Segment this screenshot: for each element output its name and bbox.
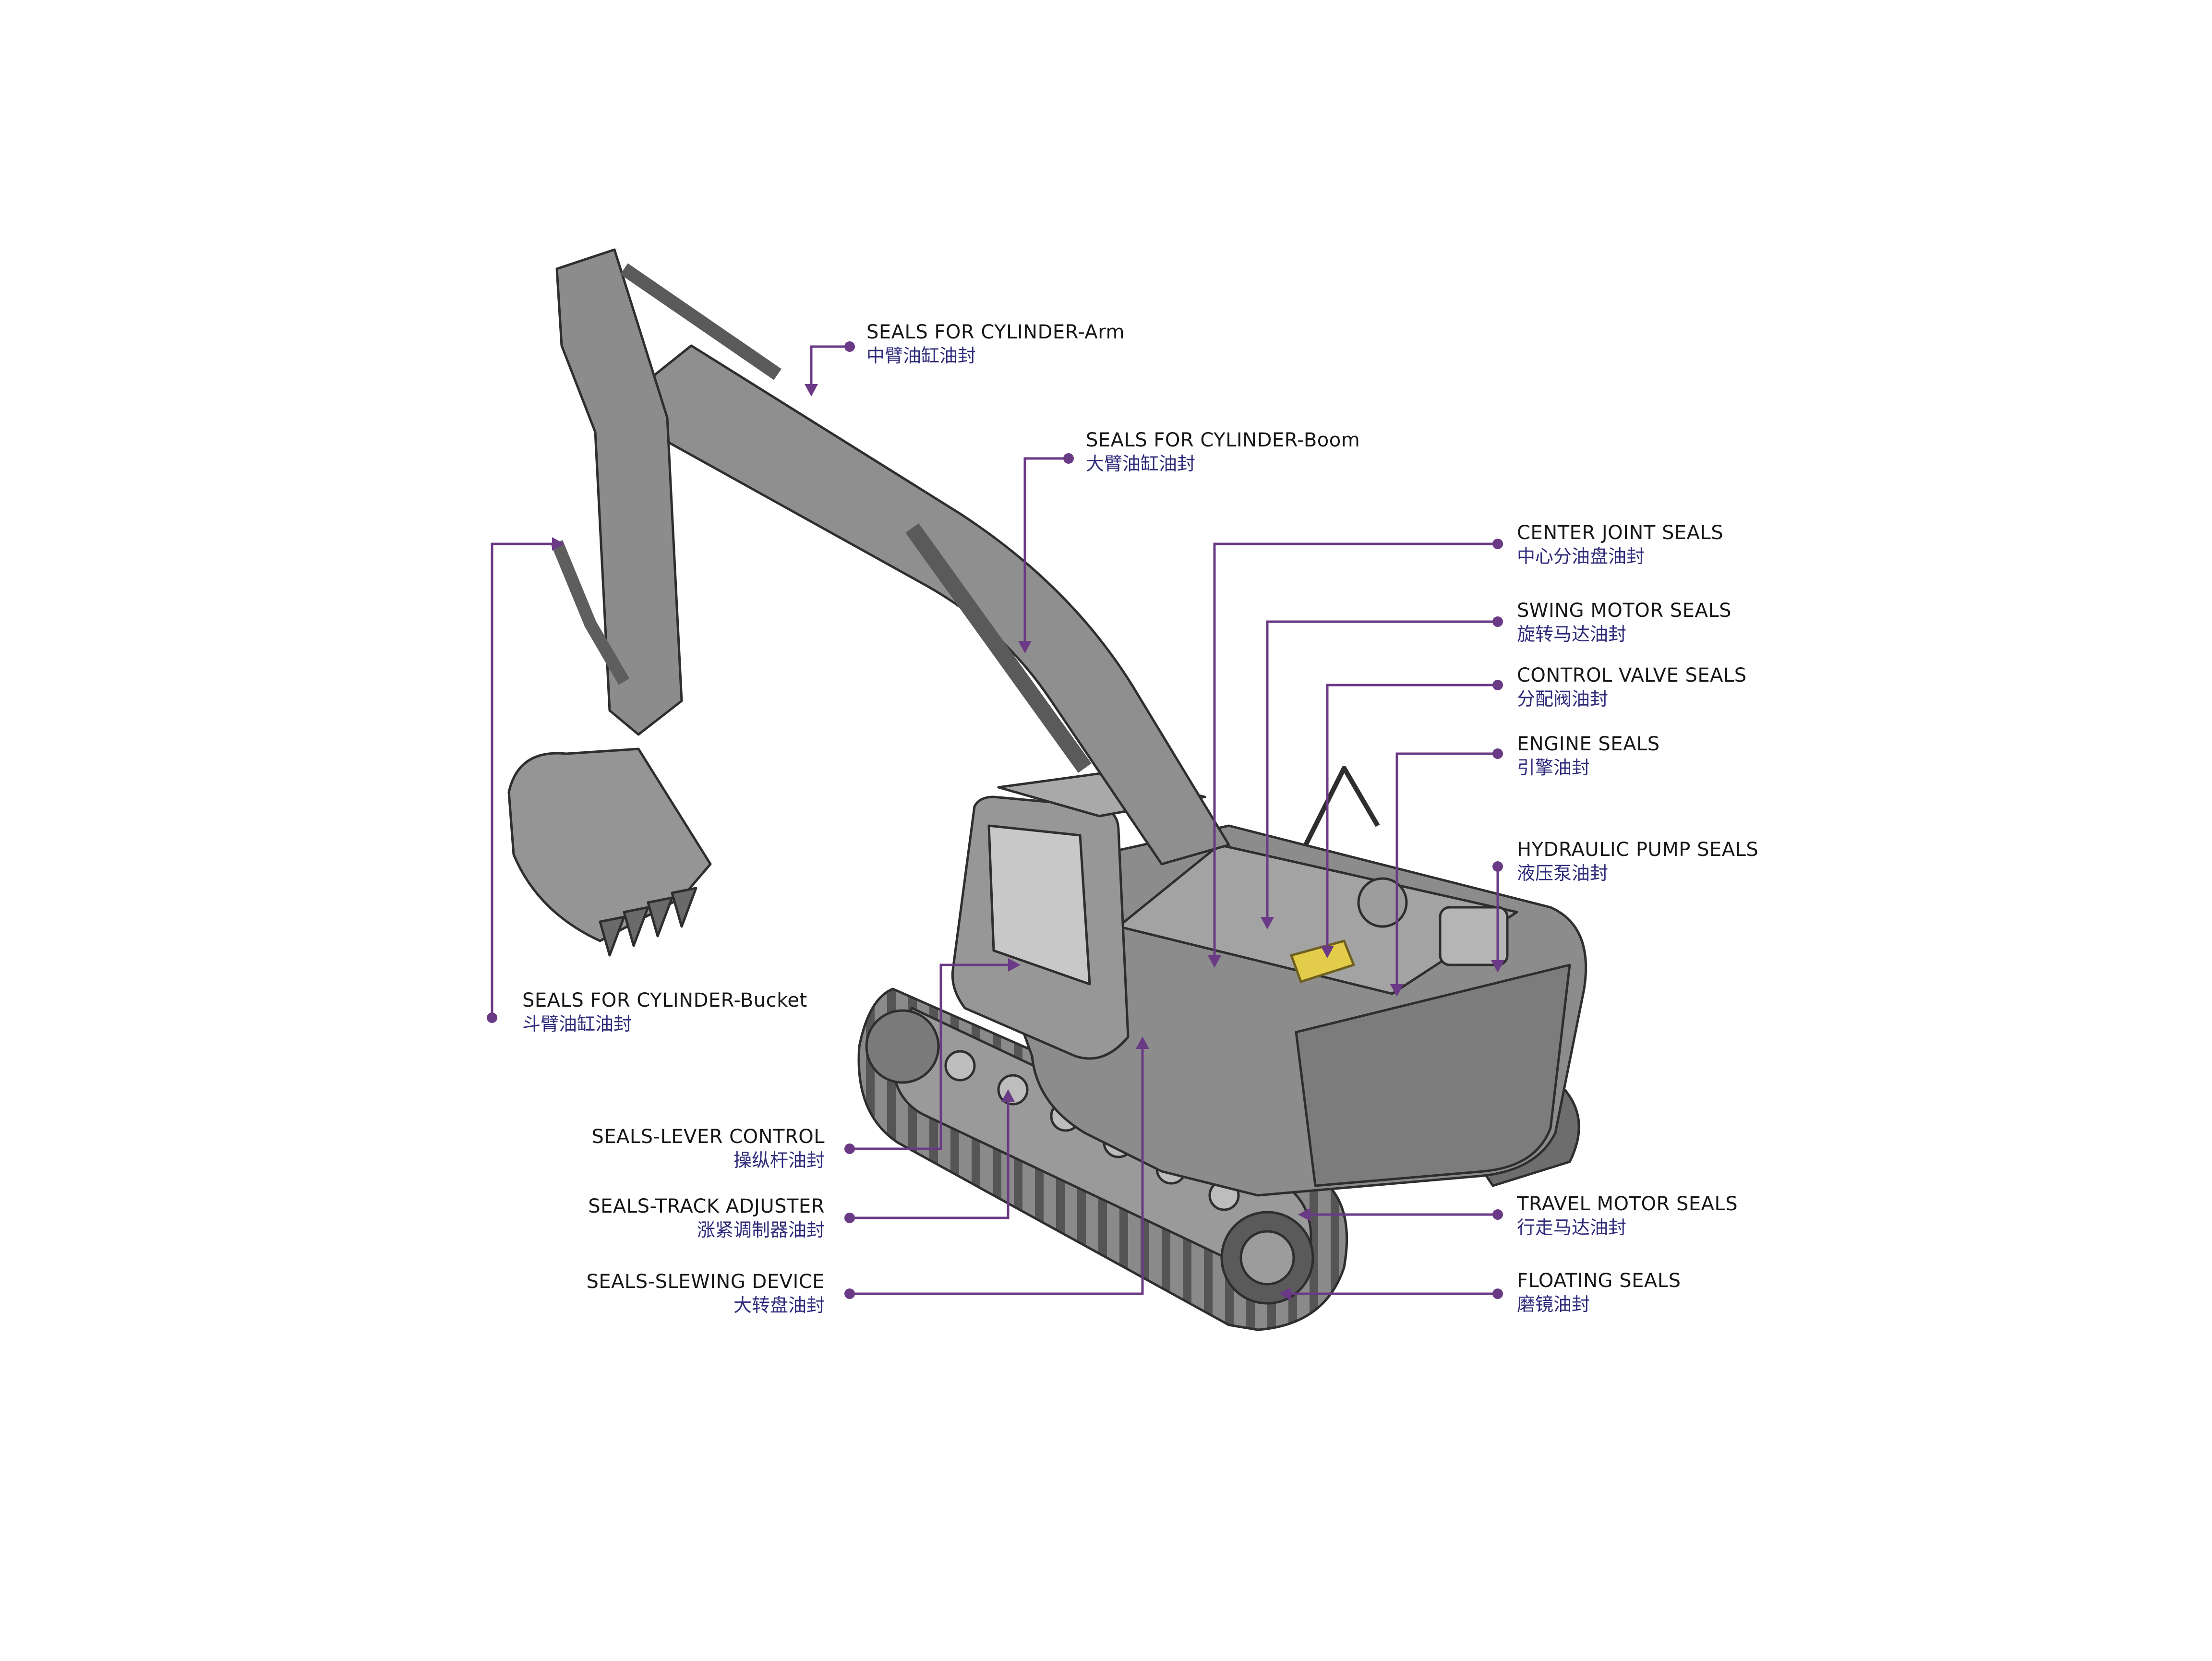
arrow-bucket [552, 537, 565, 551]
label-cylinder-bucket: SEALS FOR CYLINDER-Bucket 斗臂油缸油封 [522, 991, 807, 1033]
dot-swing-motor [1492, 616, 1503, 627]
arrow-center-joint [1208, 955, 1221, 968]
label-center-joint: CENTER JOINT SEALS 中心分油盘油封 [1517, 523, 1723, 566]
label-lever-control-cn: 操纵杆油封 [733, 1150, 825, 1171]
label-control-valve-cn: 分配阀油封 [1517, 688, 1609, 710]
leader-bucket [491, 542, 559, 1018]
label-swing-motor: SWING MOTOR SEALS 旋转马达油封 [1517, 601, 1731, 643]
arrow-travel-motor [1298, 1208, 1310, 1221]
arm-cylinder [620, 263, 781, 380]
arm [555, 248, 683, 736]
label-cylinder-boom-cn: 大臂油缸油封 [1086, 453, 1196, 474]
leader-track-adjuster [850, 1097, 1010, 1219]
label-engine-cn: 引擎油封 [1517, 757, 1590, 778]
label-control-valve: CONTROL VALVE SEALS 分配阀油封 [1517, 666, 1747, 708]
arrow-lever-control [1008, 958, 1021, 972]
label-engine-en: ENGINE SEALS [1517, 733, 1660, 755]
dot-track-adjuster [844, 1213, 855, 1223]
label-center-joint-en: CENTER JOINT SEALS [1517, 522, 1724, 544]
label-hydraulic-pump-cn: 液压泵油封 [1517, 863, 1609, 884]
label-hydraulic-pump-en: HYDRAULIC PUMP SEALS [1517, 839, 1759, 861]
arrow-engine [1390, 984, 1404, 997]
bucket-teeth [599, 887, 697, 957]
idler-wheel [865, 1009, 940, 1084]
arrow-swing-motor [1261, 917, 1274, 929]
leader-control-valve [1326, 684, 1498, 951]
leader-center-joint [1213, 542, 1498, 960]
label-track-adjuster: SEALS-TRACK ADJUSTER 涨紧调制器油封 [588, 1197, 825, 1239]
leader-dots [487, 341, 1503, 1299]
label-cylinder-arm-cn: 中臂油缸油封 [866, 345, 976, 366]
label-cylinder-bucket-cn: 斗臂油缸油封 [522, 1013, 632, 1035]
dot-boom [1063, 453, 1074, 464]
label-cylinder-boom: SEALS FOR CYLINDER-Boom 大臂油缸油封 [1086, 431, 1360, 473]
label-travel-motor: TRAVEL MOTOR SEALS 行走马达油封 [1517, 1194, 1738, 1237]
engine-fan [1357, 877, 1408, 928]
label-slewing-device-en: SEALS-SLEWING DEVICE [586, 1271, 825, 1293]
dot-floating [1492, 1288, 1503, 1299]
leader-lever-control [850, 963, 1013, 1150]
label-hydraulic-pump: HYDRAULIC PUMP SEALS 液压泵油封 [1517, 840, 1758, 882]
label-slewing-device: SEALS-SLEWING DEVICE 大转盘油封 [586, 1272, 825, 1314]
label-swing-motor-en: SWING MOTOR SEALS [1517, 600, 1731, 622]
leader-boom [1023, 457, 1069, 646]
boom-cylinder [905, 523, 1092, 773]
label-cylinder-boom-en: SEALS FOR CYLINDER-Boom [1086, 429, 1360, 451]
label-track-adjuster-cn: 涨紧调制器油封 [697, 1219, 825, 1240]
label-cylinder-arm-en: SEALS FOR CYLINDER-Arm [866, 321, 1125, 343]
label-lever-control: SEALS-LEVER CONTROL 操纵杆油封 [591, 1127, 825, 1169]
label-control-valve-en: CONTROL VALVE SEALS [1517, 664, 1747, 686]
dot-arm [844, 341, 855, 352]
excavator-illustration [507, 248, 1587, 1331]
leader-lines [491, 345, 1499, 1295]
engine-handle [1303, 766, 1380, 846]
dot-hydraulic-pump [1492, 861, 1503, 872]
label-floating-seals-en: FLOATING SEALS [1517, 1270, 1681, 1292]
engine-deck [1117, 843, 1518, 995]
arrow-control-valve [1321, 946, 1334, 958]
dot-center-joint [1492, 539, 1503, 549]
leader-engine [1395, 752, 1498, 989]
dot-travel-motor [1492, 1209, 1503, 1220]
bucket-link [551, 540, 630, 685]
bucket [507, 747, 712, 942]
dot-control-valve [1492, 680, 1503, 690]
arrow-boom [1018, 641, 1032, 653]
label-swing-motor-cn: 旋转马达油封 [1517, 624, 1627, 645]
label-lever-control-en: SEALS-LEVER CONTROL [591, 1126, 825, 1148]
label-floating-seals-cn: 磨镜油封 [1517, 1294, 1590, 1315]
label-slewing-device-cn: 大转盘油封 [733, 1295, 825, 1316]
arrow-floating [1279, 1287, 1291, 1300]
dot-lever-control [844, 1143, 855, 1154]
label-track-adjuster-en: SEALS-TRACK ADJUSTER [588, 1195, 825, 1217]
label-travel-motor-en: TRAVEL MOTOR SEALS [1517, 1193, 1738, 1215]
boom [642, 344, 1230, 866]
dot-engine [1492, 748, 1503, 759]
counterweight [1295, 963, 1571, 1187]
leader-slewing-device [850, 1044, 1144, 1295]
label-travel-motor-cn: 行走马达油封 [1517, 1217, 1627, 1238]
label-floating-seals: FLOATING SEALS 磨镜油封 [1517, 1271, 1681, 1313]
arrow-arm [805, 384, 818, 397]
label-cylinder-bucket-en: SEALS FOR CYLINDER-Bucket [522, 989, 807, 1011]
arrow-hydraulic-pump [1491, 960, 1504, 973]
dot-bucket [487, 1012, 497, 1023]
hydraulic-pump-housing [1439, 906, 1509, 966]
label-engine: ENGINE SEALS 引擎油封 [1517, 734, 1660, 777]
label-center-joint-cn: 中心分油盘油封 [1517, 546, 1645, 567]
arrow-slewing-device [1136, 1036, 1149, 1049]
leader-swing-motor [1266, 620, 1498, 922]
cab-window [987, 824, 1091, 986]
arrow-track-adjuster [1001, 1089, 1015, 1102]
leader-arm [810, 345, 850, 389]
leader-arrowheads [552, 384, 1504, 1300]
travel-motor-hub [1239, 1230, 1295, 1286]
label-cylinder-arm: SEALS FOR CYLINDER-Arm 中臂油缸油封 [866, 323, 1125, 365]
dot-slewing-device [844, 1288, 855, 1299]
